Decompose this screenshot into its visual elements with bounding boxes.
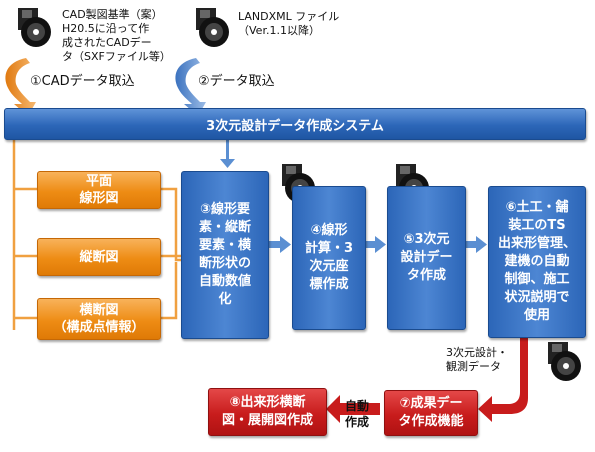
auto-create-label: 自動 作成 (344, 399, 369, 429)
step4-alignment-calc-box: ④線形 計算・3 次元座 標作成 (292, 186, 366, 330)
disk-icon (18, 8, 51, 47)
step1-cad-import-label: ①CADデータ取込 (30, 74, 135, 89)
step5-3d-design-data-box: ⑤3次元 設計デー タ作成 (387, 186, 466, 330)
step5-to-step6-arrow (465, 236, 487, 253)
orange-to-step3-lines (159, 187, 181, 320)
longitudinal-profile-box: 縦断図 (37, 238, 161, 276)
output-data-note: 3次元設計・ 観測データ (446, 346, 508, 373)
step2-data-import-label: ②データ取込 (198, 74, 275, 89)
landxml-source-note: LANDXML ファイル （Ver.1.1以降） (238, 10, 340, 37)
output-data-arrow (478, 338, 528, 422)
step8-cross-section-drawing-box: ⑧出来形横断 図・展開図作成 (208, 388, 327, 436)
step7-deliverable-box: ⑦成果デー タ作成機能 (384, 390, 478, 436)
disk-icon (548, 342, 581, 381)
step7-to-step8-arrow (326, 395, 380, 423)
disk-icon (196, 8, 229, 47)
system-bar: 3次元設計データ作成システム (4, 108, 586, 140)
cad-import-arrow (5, 58, 36, 116)
landxml-import-arrow (175, 58, 206, 116)
plan-alignment-box: 平面 線形図 (37, 171, 161, 209)
step3-auto-digitize-box: ③線形要 素・縦断 要素・横 断形状の 自動数値 化 (181, 171, 269, 339)
orange-branch-lines (12, 139, 37, 330)
step6-usage-box: ⑥土工・舗 装工のTS 出来形管理、 建機の自動 制御、施工 状況説明で 使用 (488, 186, 586, 338)
cad-source-note: CAD製図基準（案） H20.5に沿って作 成されたCADデー タ（SXFファイ… (62, 8, 171, 63)
step4-to-step5-arrow (364, 236, 386, 253)
step3-to-step4-arrow (268, 236, 291, 253)
system-to-step3-arrow (220, 139, 235, 168)
cross-section-box: 横断図 （構成点情報） (37, 298, 161, 340)
